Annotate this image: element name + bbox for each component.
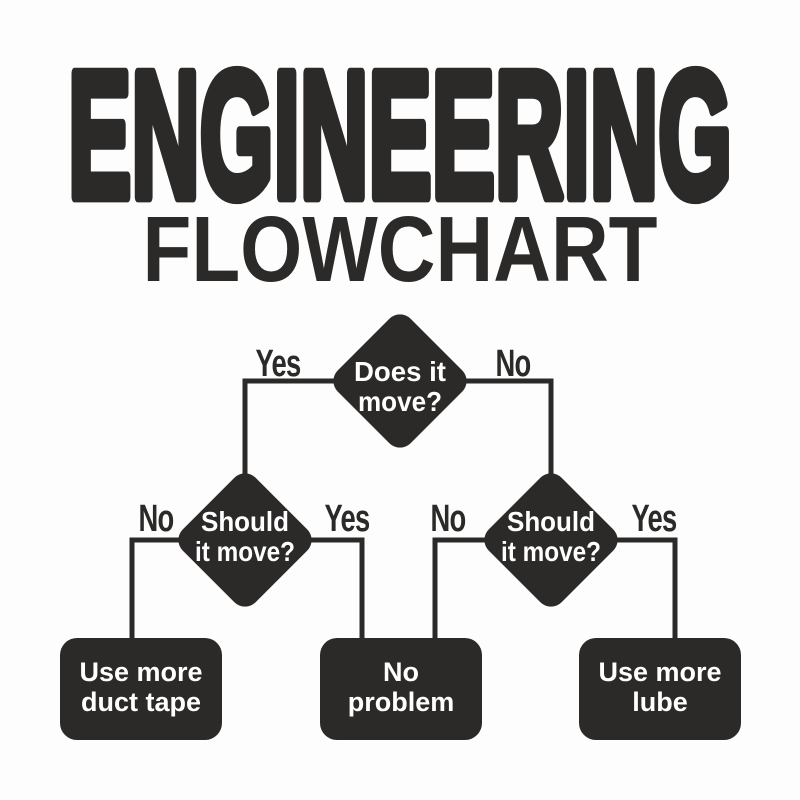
no-problem-text-line2: problem: [348, 687, 455, 717]
decision-does-it-move: [333, 314, 467, 448]
edge-label-root-yes: Yes: [255, 343, 300, 385]
root-decision-text-line1: Does it: [354, 356, 446, 387]
edge-label-root-no: No: [495, 343, 530, 385]
duct-tape-text-line2: duct tape: [81, 687, 201, 717]
lube-text-line1: Use more: [598, 657, 721, 687]
outcome-use-more-duct-tape: [60, 638, 222, 740]
decision-nodes: [178, 314, 618, 607]
lube-text-line2: lube: [632, 687, 688, 717]
edge-labels: Yes No No Yes No Yes: [138, 343, 677, 540]
title-main: ENGINEERING: [68, 34, 732, 236]
node-labels: Does it move? Should it move? Should it …: [79, 356, 721, 717]
edge-label-right-yes: Yes: [631, 498, 676, 540]
outcome-no-problem: [320, 638, 482, 740]
decision-should-it-move-right: [484, 473, 618, 607]
left-decision-text-line2: it move?: [195, 536, 295, 567]
outcome-nodes: [60, 638, 741, 740]
edge-label-left-yes: Yes: [324, 498, 369, 540]
right-decision-text-line2: it move?: [501, 536, 601, 567]
duct-tape-text-line1: Use more: [79, 657, 202, 687]
edge-label-left-no: No: [138, 498, 173, 540]
decision-should-it-move-left: [178, 473, 312, 607]
root-decision-text-line2: move?: [358, 386, 442, 417]
left-decision-text-line1: Should: [201, 506, 289, 537]
edge-label-right-no: No: [430, 498, 465, 540]
title-block: ENGINEERING FLOWCHART: [64, 30, 736, 301]
outcome-use-more-lube: [579, 638, 741, 740]
title-sub: FLOWCHART: [143, 197, 658, 301]
right-decision-text-line1: Should: [507, 506, 595, 537]
no-problem-text-line1: No: [383, 657, 419, 687]
